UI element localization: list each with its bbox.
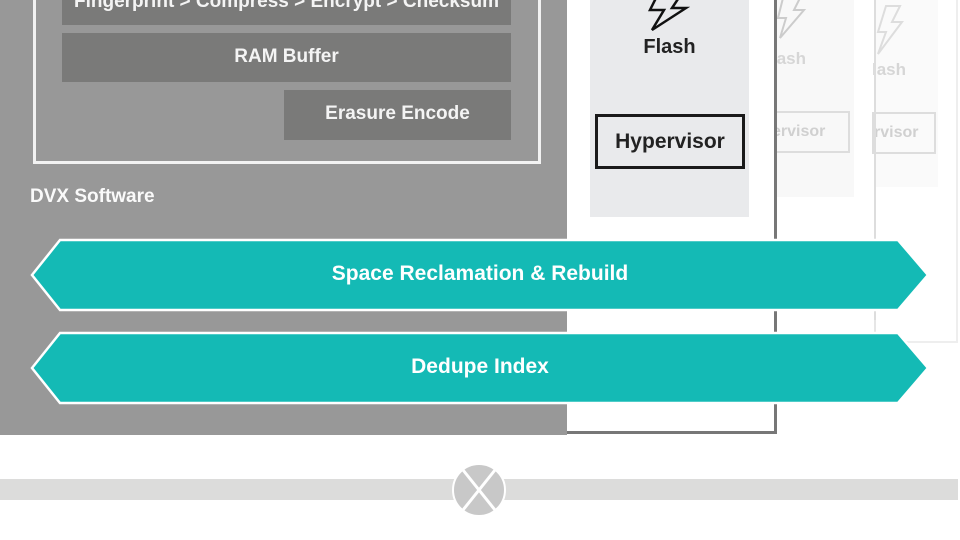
erasure-encode-bar: Erasure Encode	[284, 90, 511, 140]
flash-label-3: lash	[872, 60, 907, 79]
host-card-2	[776, 0, 876, 320]
flash-panel-2	[776, 0, 854, 197]
pipeline-bar: Fingerprint > Compress > Encrypt > Check…	[62, 0, 511, 25]
hypervisor-box: Hypervisor	[595, 114, 745, 169]
flash-label-2: lash	[772, 49, 807, 68]
pipeline-box	[33, 0, 541, 164]
lightning-icon	[647, 0, 690, 32]
lightning-icon	[876, 5, 904, 55]
ram-buffer-bar: RAM Buffer	[62, 33, 511, 82]
dvx-software-label: DVX Software	[30, 186, 155, 207]
hypervisor-box-3: rvisor	[872, 112, 936, 154]
flash-label: Flash	[643, 36, 696, 58]
flash-panel	[590, 0, 749, 217]
space-reclamation-label: Space Reclamation & Rebuild	[331, 262, 629, 285]
lightning-icon	[776, 0, 807, 39]
network-switch-icon	[452, 463, 506, 517]
dedupe-index-band: Dedupe Index	[30, 331, 930, 405]
hypervisor-box-2: ervisor	[770, 111, 850, 153]
space-reclamation-band: Space Reclamation & Rebuild	[30, 238, 930, 312]
dedupe-index-label: Dedupe Index	[411, 355, 549, 378]
